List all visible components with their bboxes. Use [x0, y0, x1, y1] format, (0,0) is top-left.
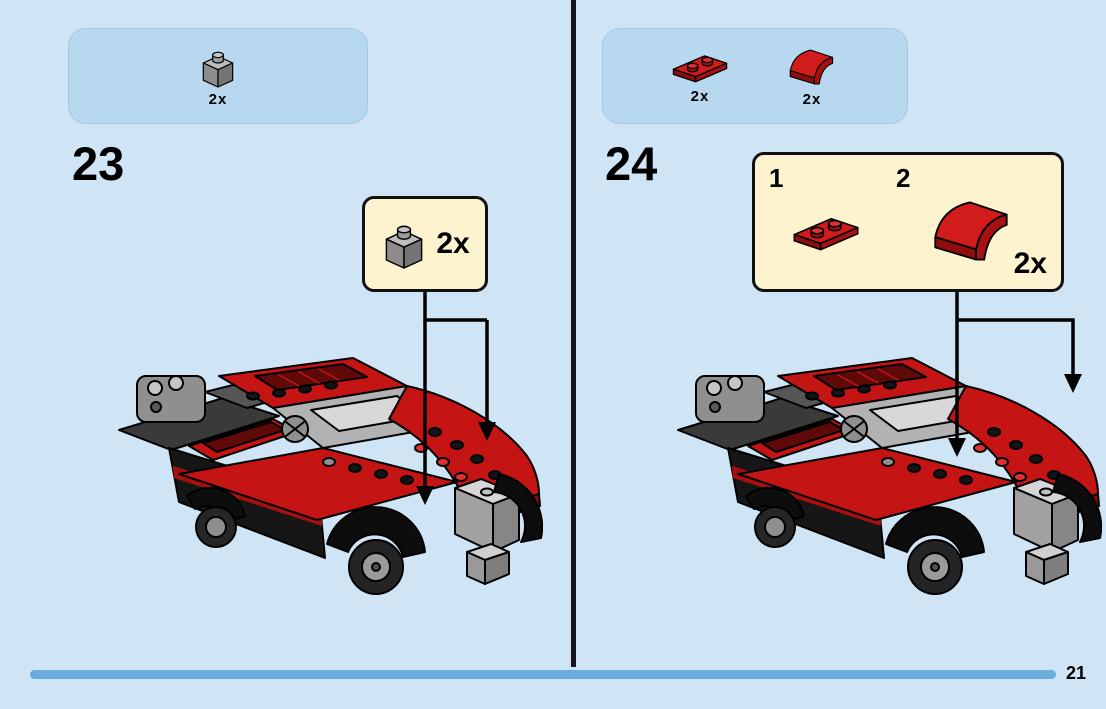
part-count: 2x	[208, 90, 228, 108]
step-23-assembly-arrows	[416, 292, 496, 505]
gray-brick-1x1-icon	[198, 45, 238, 89]
step-23-number: 23	[72, 137, 125, 190]
callout-item-label: 1	[769, 163, 784, 193]
red-curved-slope-icon	[783, 45, 841, 89]
gray-brick-1x1-icon	[380, 218, 428, 270]
step-24-new-parts-callout: 1 2 2x	[752, 152, 1064, 292]
arrow-down-icon	[416, 486, 434, 505]
part-entry: 2x	[669, 48, 731, 105]
step-24-assembly-arrows	[948, 292, 1082, 457]
progress-bar	[30, 670, 1056, 679]
part-entry: 2x	[783, 45, 841, 108]
callout-item-label: 2	[896, 163, 911, 193]
arrow-down-icon	[948, 438, 966, 457]
red-plate-1x2-icon	[669, 48, 731, 86]
step-24-parts-box: 2x 2x	[602, 28, 908, 124]
column-divider	[571, 0, 576, 667]
arrow-down-icon	[478, 422, 496, 441]
callout-count: 2x	[436, 227, 470, 260]
red-curved-slope-icon	[923, 191, 1021, 271]
step-23-parts-box: 2x	[68, 28, 368, 124]
part-count: 2x	[802, 90, 822, 108]
step-24-number: 24	[605, 137, 658, 190]
red-plate-1x2-icon	[789, 209, 863, 255]
part-entry: 2x	[198, 45, 238, 108]
arrow-down-icon	[1064, 374, 1082, 393]
page-number: 21	[1065, 663, 1086, 683]
step-23-new-parts-callout: 2x	[362, 196, 488, 292]
callout-count: 2x	[1013, 247, 1047, 280]
part-count: 2x	[690, 87, 710, 105]
